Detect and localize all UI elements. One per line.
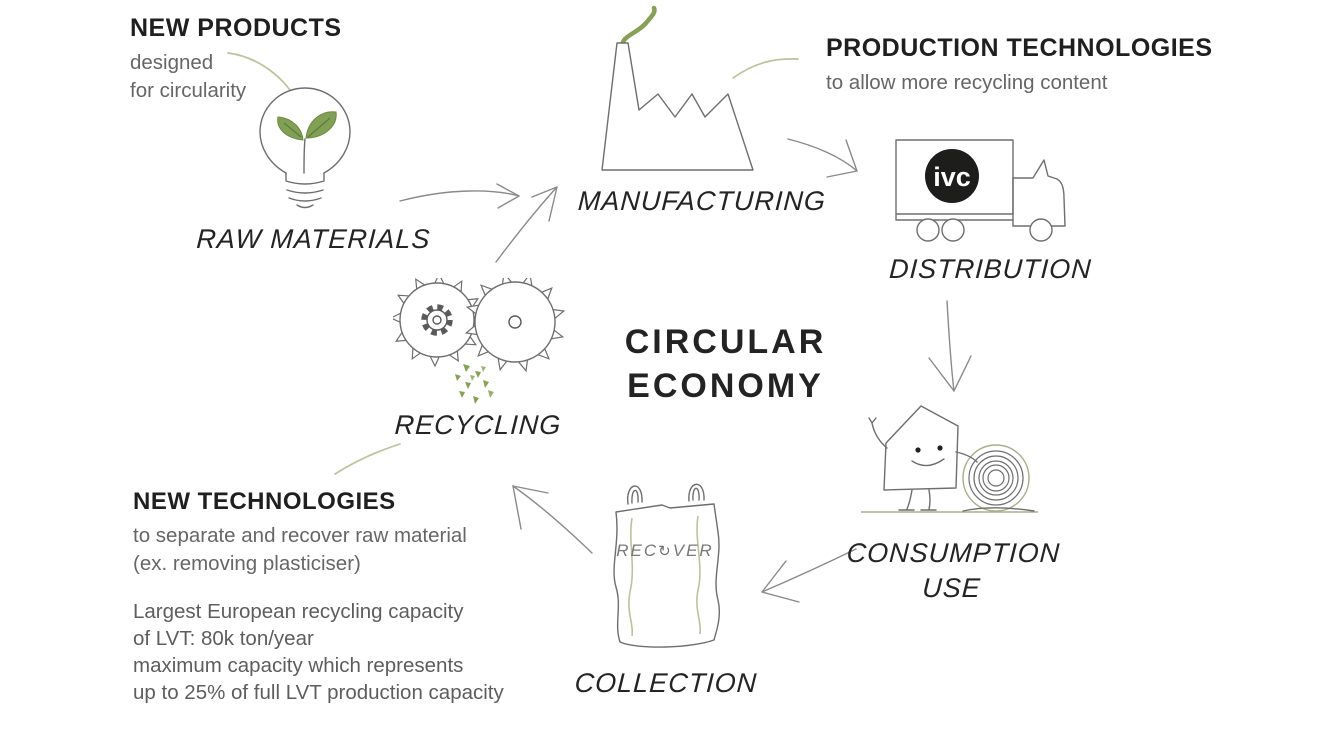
new-products-line: designed bbox=[130, 51, 214, 74]
stage-label-consumption: CONSUMPTION USE bbox=[843, 536, 1062, 606]
bag-text-left: REC bbox=[616, 541, 658, 560]
arrow-raw-to-manufacturing-icon bbox=[399, 183, 520, 209]
bag-seam-right bbox=[696, 515, 702, 635]
connector-new-technologies-line bbox=[334, 443, 401, 475]
house-smile bbox=[911, 458, 945, 467]
callout-production-technologies: PRODUCTION TECHNOLOGIES to allow more re… bbox=[826, 34, 1213, 97]
shredder-wheel-left bbox=[393, 278, 484, 367]
house-character-icon bbox=[861, 405, 1038, 513]
capacity-note: Largest European recycling capacity of L… bbox=[133, 598, 504, 706]
gear-icon bbox=[421, 304, 453, 336]
house-waving-arm bbox=[868, 417, 888, 449]
arrow-distribution-to-consumption-icon bbox=[928, 300, 972, 392]
stage-label-distribution: DISTRIBUTION bbox=[888, 254, 1093, 284]
recycled-chips-icon bbox=[455, 364, 494, 404]
house-eye-left bbox=[915, 447, 921, 453]
new-products-line: for circularity bbox=[130, 79, 247, 102]
house-arm-to-roll bbox=[955, 451, 978, 463]
factory-smoke-icon bbox=[620, 5, 657, 53]
shredder-gears-icon bbox=[393, 278, 566, 404]
page-title: CIRCULAR ECONOMY bbox=[598, 320, 853, 408]
consumption-line1: CONSUMPTION bbox=[845, 538, 1061, 568]
bag-seam-left bbox=[628, 517, 634, 637]
production-technologies-title: PRODUCTION TECHNOLOGIES bbox=[826, 34, 1213, 62]
callout-new-products: NEW PRODUCTS designed for circularity bbox=[130, 14, 342, 105]
arrow-consumption-to-collection-icon bbox=[761, 548, 857, 603]
stage-label-raw-materials: RAW MATERIALS bbox=[195, 224, 432, 254]
capacity-note-line: up to 25% of full LVT production capacit… bbox=[133, 681, 504, 704]
recycle-arrows-icon: ↻ bbox=[658, 542, 673, 560]
bag-strap-left bbox=[627, 485, 643, 505]
factory-icon bbox=[601, 5, 754, 171]
shredder-wheel-right bbox=[464, 278, 566, 373]
bag-recover-text: REC↻VER bbox=[616, 541, 713, 560]
leaf-right-icon bbox=[305, 111, 337, 139]
arrow-recycling-to-manufacturing-icon bbox=[495, 186, 558, 263]
arrow-manufacturing-to-distribution-icon bbox=[787, 138, 858, 178]
new-technologies-title: NEW TECHNOLOGIES bbox=[133, 488, 396, 515]
ivc-logo-circle bbox=[925, 149, 979, 203]
lightbulb-leaves-icon bbox=[259, 87, 351, 209]
production-technologies-line: to allow more recycling content bbox=[826, 71, 1108, 94]
ivc-logo-text: ivc bbox=[933, 162, 971, 192]
capacity-note-line: of LVT: 80k ton/year bbox=[133, 627, 314, 650]
stage-label-collection: COLLECTION bbox=[573, 668, 759, 698]
house-legs bbox=[898, 489, 937, 511]
consumption-line2: USE bbox=[921, 573, 982, 603]
stage-label-recycling: RECYCLING bbox=[393, 410, 563, 440]
capacity-note-line: maximum capacity which represents bbox=[133, 654, 464, 677]
bag-text-right: VER bbox=[673, 541, 714, 560]
new-technologies-line: (ex. removing plasticiser) bbox=[133, 552, 361, 575]
callout-new-technologies: NEW TECHNOLOGIES to separate and recover… bbox=[133, 488, 467, 578]
house-body bbox=[883, 405, 959, 491]
capacity-note-line: Largest European recycling capacity bbox=[133, 600, 464, 623]
bag-strap-right bbox=[688, 483, 705, 502]
page-title-line1: CIRCULAR bbox=[624, 323, 827, 361]
arrow-collection-to-recycling-icon bbox=[512, 485, 593, 554]
collection-bag-icon: REC↻VER bbox=[613, 483, 721, 648]
new-technologies-line: to separate and recover raw material bbox=[133, 524, 467, 547]
flooring-roll-icon bbox=[962, 444, 1030, 512]
new-products-title: NEW PRODUCTS bbox=[130, 14, 342, 42]
house-eye-right bbox=[937, 445, 943, 451]
page-title-line2: ECONOMY bbox=[627, 367, 824, 405]
truck-icon: ivc bbox=[895, 139, 1066, 242]
stage-label-manufacturing: MANUFACTURING bbox=[577, 186, 827, 216]
